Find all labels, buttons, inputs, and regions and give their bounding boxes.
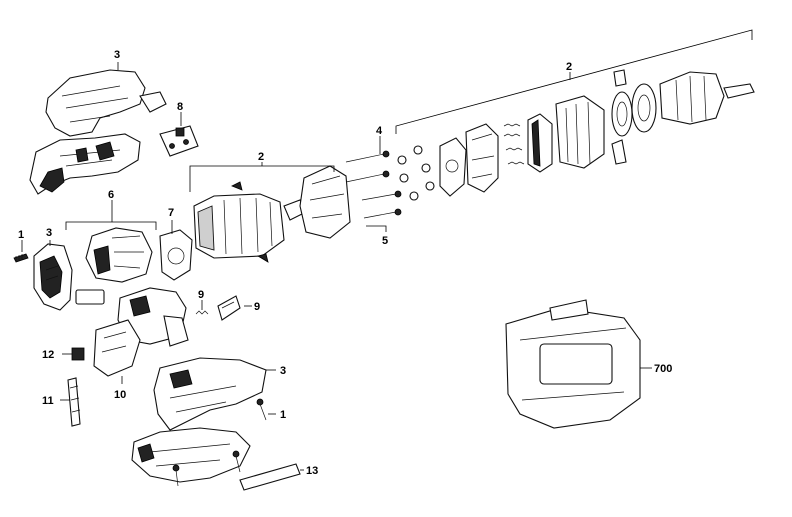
planet-gears (397, 145, 435, 201)
rating-label (239, 463, 301, 491)
callout-5-screws: 5 (382, 235, 388, 247)
callout-1-screw-left: 1 (18, 229, 24, 241)
screwdriver-bit (67, 377, 81, 427)
motor-assembly (193, 181, 307, 263)
long-screws (345, 150, 402, 219)
callout-10-switch: 10 (114, 389, 126, 401)
callout-3-upper-housing: 3 (114, 49, 120, 61)
callout-3-lower-housing: 3 (280, 365, 286, 377)
callout-11-bit: 11 (42, 395, 54, 407)
clutch-ring (527, 113, 553, 173)
collar (159, 229, 193, 281)
callout-12-contact: 12 (42, 349, 54, 361)
torque-ring (555, 95, 605, 169)
upper-housing-half (29, 69, 167, 195)
springs (503, 123, 525, 165)
ring-gear (465, 123, 499, 193)
spacer-rings (611, 69, 657, 165)
screw-left (13, 253, 29, 263)
small-spring (195, 310, 209, 315)
rear-cap (33, 243, 73, 311)
switch-cover (159, 125, 199, 157)
callout-13-label: 13 (306, 465, 318, 477)
carry-case (505, 299, 641, 429)
callout-9-clip: 9 (254, 301, 260, 313)
brush-holder (75, 227, 153, 305)
callout-9-spring: 9 (198, 289, 204, 301)
callout-700-case: 700 (654, 363, 672, 375)
gear-housing (299, 165, 351, 239)
callout-6-brush-holder: 6 (108, 189, 114, 201)
clip-plate (217, 295, 241, 321)
callout-4-screws: 4 (376, 125, 383, 137)
callout-2-gearbox: 2 (566, 61, 572, 73)
carrier-plate (439, 137, 467, 197)
contact-clip (71, 347, 85, 361)
callout-3-rear-cap: 3 (46, 227, 52, 239)
callout-labels: 3 8 2 2 4 5 3 1 6 7 9 9 12 11 10 3 1 13 … (18, 49, 672, 477)
callout-7-collar: 7 (168, 207, 174, 219)
callout-2-motor: 2 (258, 151, 264, 163)
trigger-switch (93, 287, 189, 377)
lower-housing-half (131, 357, 267, 483)
lower-screws (172, 398, 267, 487)
callout-8-switch-cover: 8 (177, 101, 183, 113)
callout-1-screw-right: 1 (280, 409, 286, 421)
leader-lines (21, 29, 753, 471)
drill-chuck (659, 71, 755, 125)
